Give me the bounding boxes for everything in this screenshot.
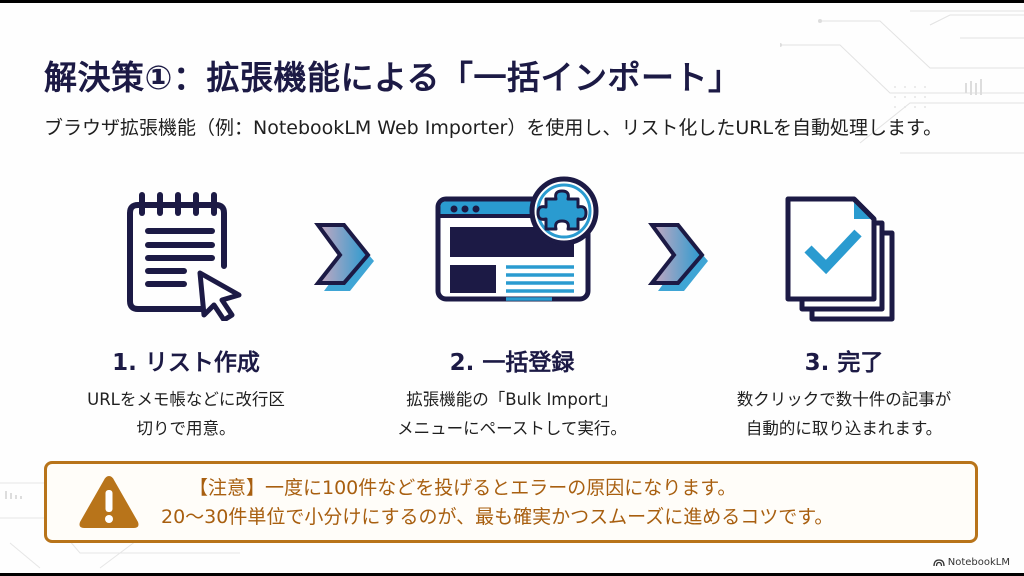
- step-1-title: 1. リスト作成: [112, 350, 260, 376]
- step-1-desc-line2: 切りで用意。: [136, 419, 236, 438]
- step-3-desc-line2: 自動的に取り込まれます。: [745, 419, 943, 438]
- warning-triangle-icon: [79, 476, 139, 528]
- warning-line-2: 20〜30件単位で小分けにするのが、最も確実かつスムーズに進めるコツです。: [161, 506, 834, 528]
- page-title: 解決策①：拡張機能による「一括インポート」: [44, 58, 742, 97]
- chevron-right-icon: [647, 223, 708, 291]
- warning-line-1: 【注意】一度に100件などを投げるとエラーの原因になります。: [189, 477, 737, 499]
- slide: 解決策①：拡張機能による「一括インポート」 ブラウザ拡張機能（例：Noteboo…: [0, 3, 1024, 573]
- brand-label: NotebookLM: [947, 557, 1010, 568]
- warning-box: 【注意】一度に100件などを投げるとエラーの原因になります。 20〜30件単位で…: [44, 461, 978, 543]
- step-3-title: 3. 完了: [804, 350, 884, 376]
- chevron-right-icon: [313, 223, 374, 291]
- step-2-desc-line1: 拡張機能の「Bulk Import」: [406, 390, 618, 409]
- step-1-description: URLをメモ帳などに改行区 切りで用意。: [36, 385, 336, 443]
- browser-extension-icon: [435, 176, 599, 302]
- notepad-cursor-icon: [127, 192, 242, 321]
- documents-check-icon: [785, 196, 895, 322]
- step-3-desc-line1: 数クリックで数十件の記事が: [736, 390, 952, 409]
- step-1-desc-line1: URLをメモ帳などに改行区: [87, 390, 285, 409]
- step-3-description: 数クリックで数十件の記事が 自動的に取り込まれます。: [694, 385, 994, 443]
- step-2-title: 2. 一括登録: [449, 350, 575, 376]
- warning-text: 【注意】一度に100件などを投げるとエラーの原因になります。 20〜30件単位で…: [161, 474, 833, 532]
- page-subtitle: ブラウザ拡張機能（例：NotebookLM Web Importer）を使用し、…: [44, 117, 943, 139]
- step-2-desc-line2: メニューにペーストして実行。: [397, 419, 627, 438]
- notebooklm-logo-icon: [933, 559, 945, 567]
- step-2-description: 拡張機能の「Bulk Import」 メニューにペーストして実行。: [362, 385, 662, 443]
- brand-watermark: NotebookLM: [933, 557, 1010, 568]
